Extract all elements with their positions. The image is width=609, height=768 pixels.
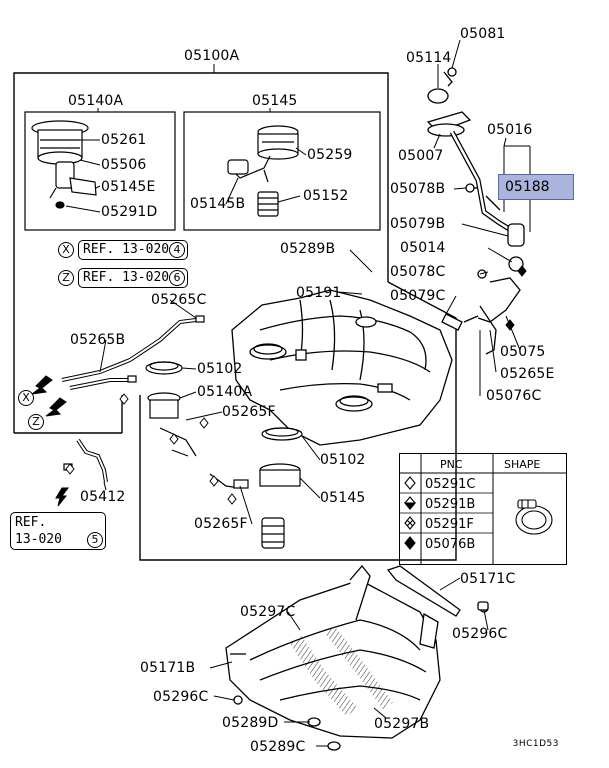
part-label-05291D[interactable]: 05291D [101,204,158,220]
highlighted-part-05188[interactable]: 05188 [498,174,574,200]
arrow-marker-z: Z [28,414,44,430]
ref-text-line1: REF. [15,515,47,530]
shape-table-row-pnc[interactable]: 05291B [425,497,476,512]
part-label-05265F-b[interactable]: 05265F [194,516,248,532]
shape-table-grid [400,454,566,564]
part-label-05145-mid[interactable]: 05145 [320,490,366,506]
ref-text: REF. 13-020 [83,270,170,285]
part-label-05265F-a[interactable]: 05265F [222,404,276,420]
part-label-05171C[interactable]: 05171C [460,571,516,587]
ref-num: 4 [169,242,185,258]
diamond-outline-icon [404,476,416,490]
ref-text-line2: 13-020 [15,532,62,547]
part-label-05078C[interactable]: 05078C [390,264,446,280]
part-label-05289B[interactable]: 05289B [280,241,336,257]
part-label-05102-a[interactable]: 05102 [197,361,243,377]
part-label-05100A[interactable]: 05100A [184,48,240,64]
shape-table: PNC SHAPE 05291C 05291B 05291F 05076B [399,453,567,565]
part-label-05145-top[interactable]: 05145 [252,93,298,109]
subassembly-box-05145 [183,111,381,231]
arrow-marker-x: X [18,390,34,406]
highlighted-part-label: 05188 [505,179,550,195]
diamond-filled-icon [404,536,416,550]
part-label-05140A-top[interactable]: 05140A [68,93,124,109]
diagram-code: 3HC1D53 [512,739,559,749]
ref-num: 5 [87,532,103,548]
hose-and-pump-illustrations [61,315,303,549]
fuel-pump-05140A-illustration [31,120,97,209]
filler-neck-illustration [426,67,525,355]
part-label-05078B[interactable]: 05078B [390,181,446,197]
part-label-05079C[interactable]: 05079C [390,288,446,304]
subassembly-box-05140A [24,111,176,231]
part-label-05079B[interactable]: 05079B [390,216,446,232]
shape-table-icons [403,476,553,550]
part-label-05289D[interactable]: 05289D [222,715,279,731]
ref-box-13-020-6[interactable]: REF. 13-020 6 [78,268,188,288]
shape-table-row-pnc[interactable]: 05076B [425,537,476,552]
part-label-05152[interactable]: 05152 [303,188,349,204]
fuel-tank [231,289,453,446]
part-label-05412[interactable]: 05412 [80,489,126,505]
ref-box-13-020-4[interactable]: REF. 13-020 4 [78,240,188,260]
shape-table-row-pnc[interactable]: 05291C [425,477,476,492]
part-label-05076C[interactable]: 05076C [486,388,542,404]
part-label-05140A-mid[interactable]: 05140A [197,384,253,400]
part-label-05297C[interactable]: 05297C [240,604,296,620]
part-label-05265E[interactable]: 05265E [500,366,555,382]
part-label-05296C-right[interactable]: 05296C [452,626,508,642]
part-label-05297B[interactable]: 05297B [374,716,430,732]
part-label-05081[interactable]: 05081 [460,26,506,42]
callout-diamonds [65,265,527,505]
part-label-05102-b[interactable]: 05102 [320,452,366,468]
ref-box-13-020-5[interactable]: REF. 13-020 5 [10,512,106,550]
part-label-05261[interactable]: 05261 [101,132,147,148]
shape-table-pnc-header: PNC [440,458,463,471]
part-label-05016[interactable]: 05016 [487,122,533,138]
part-label-05075[interactable]: 05075 [500,344,546,360]
part-label-05014[interactable]: 05014 [400,240,446,256]
part-label-05259[interactable]: 05259 [307,147,353,163]
part-label-05145B[interactable]: 05145B [190,196,246,212]
part-label-05265B[interactable]: 05265B [70,332,126,348]
part-label-05007[interactable]: 05007 [398,148,444,164]
ref-marker-x: X [58,242,74,258]
direction-arrows [31,375,69,507]
ref-text: REF. 13-020 [83,242,170,257]
fuel-gauge-05145-illustration [227,125,299,217]
part-label-05506[interactable]: 05506 [101,157,147,173]
shape-table-row-pnc[interactable]: 05291F [425,517,474,532]
part-label-05191[interactable]: 05191 [296,285,342,301]
ref-marker-z: Z [58,270,74,286]
assembly-box-05100A [13,72,457,561]
part-label-05265C[interactable]: 05265C [151,292,207,308]
part-label-05171B[interactable]: 05171B [140,660,196,676]
part-label-05296C-left[interactable]: 05296C [153,689,209,705]
shape-table-shape-header: SHAPE [504,458,541,471]
skid-plate-illustration [225,564,489,751]
part-label-05114[interactable]: 05114 [406,50,452,66]
ref-num: 6 [169,270,185,286]
part-label-05145E[interactable]: 05145E [101,179,156,195]
part-label-05289C[interactable]: 05289C [250,739,306,755]
hose-clamp-icon [515,499,553,535]
